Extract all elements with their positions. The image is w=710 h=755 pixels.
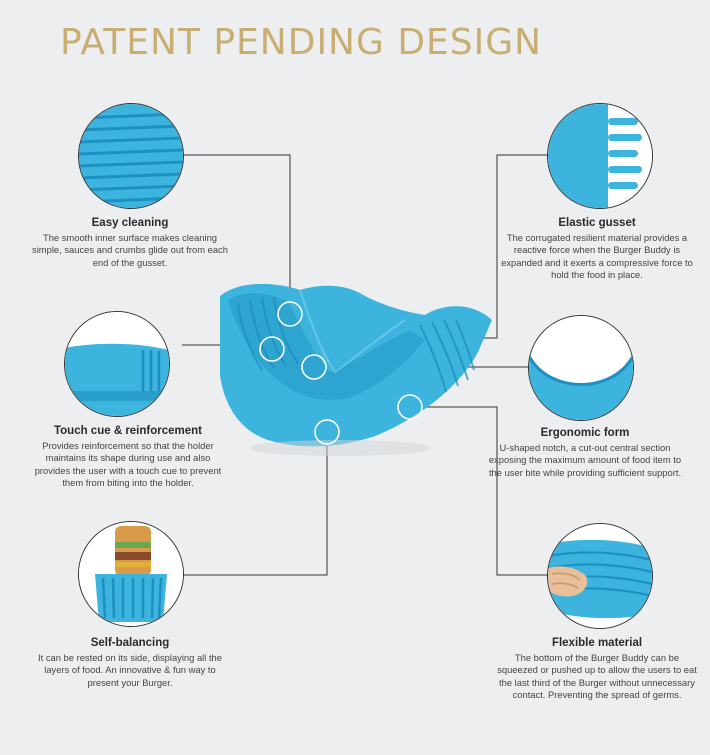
callout-markers [259,301,423,445]
detail-circle-elastic-gusset [547,103,653,209]
feature-flexible-material: Flexible material The bottom of the Burg… [497,637,697,702]
feature-description: The corrugated resilient material provid… [501,232,693,281]
feature-description: The bottom of the Burger Buddy can be sq… [497,652,697,701]
feature-ergonomic-form: Ergonomic form U-shaped notch, a cut-out… [485,427,685,479]
feature-title: Self-balancing [90,637,170,649]
detail-circle-easy-cleaning [78,103,184,209]
feature-title: Easy cleaning [91,217,169,229]
feature-elastic-gusset: Elastic gusset The corrugated resilient … [497,217,697,282]
detail-circle-ergonomic-form [528,315,634,421]
page-title: PATENT PENDING DESIGN [60,22,543,63]
feature-description: The smooth inner surface makes cleaning … [32,232,228,268]
feature-description: U-shaped notch, a cut-out central sectio… [488,442,682,478]
detail-circle-flexible-material [547,523,653,629]
feature-description: It can be rested on its side, displaying… [38,652,222,688]
detail-circle-self-balancing [78,521,184,627]
feature-title: Elastic gusset [558,217,636,229]
feature-self-balancing: Self-balancing It can be rested on its s… [30,637,230,689]
feature-easy-cleaning: Easy cleaning The smooth inner surface m… [30,217,230,269]
feature-touch-cue: Touch cue & reinforcement Provides reinf… [28,425,228,490]
feature-description: Provides reinforcement so that the holde… [34,440,222,489]
burger-holder-illustration [220,283,492,456]
feature-title: Touch cue & reinforcement [53,425,203,437]
detail-circle-touch-cue [64,311,170,417]
feature-title: Flexible material [551,637,643,649]
feature-title: Ergonomic form [540,427,630,439]
